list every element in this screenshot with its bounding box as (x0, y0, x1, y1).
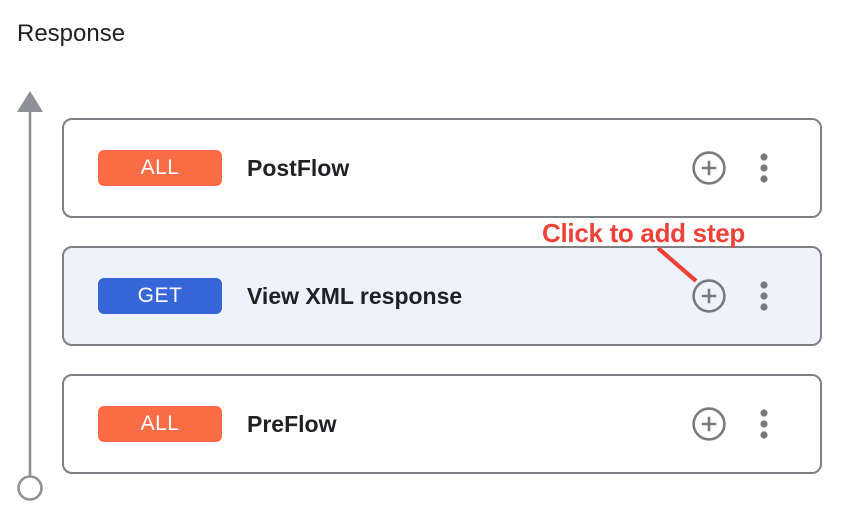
flow-card-view-xml-response[interactable]: GET View XML response (62, 246, 822, 346)
plus-circle-icon (692, 151, 726, 185)
more-options-button[interactable] (760, 281, 768, 311)
flow-name: PreFlow (247, 410, 337, 437)
add-step-button[interactable] (691, 150, 727, 186)
page-title: Response (17, 20, 126, 47)
flow-direction-up-arrow-icon (17, 91, 43, 501)
kebab-menu-icon (760, 153, 768, 183)
card-actions (691, 150, 768, 186)
add-step-button[interactable] (691, 278, 727, 314)
method-badge: GET (98, 278, 222, 314)
card-actions (691, 278, 768, 314)
plus-circle-icon (692, 407, 726, 441)
annotation-click-to-add-step: Click to add step (542, 218, 745, 248)
method-badge: ALL (98, 150, 222, 186)
more-options-button[interactable] (760, 409, 768, 439)
response-flow-list: ALL PostFlow GET View XML response (62, 118, 822, 502)
flow-card-postflow[interactable]: ALL PostFlow (62, 118, 822, 218)
card-actions (691, 406, 768, 442)
method-badge: ALL (98, 406, 222, 442)
circle-terminator-icon (17, 475, 43, 501)
up-arrowhead-icon (17, 91, 43, 112)
plus-circle-icon (692, 279, 726, 313)
flow-name: View XML response (247, 282, 463, 309)
kebab-menu-icon (760, 281, 768, 311)
add-step-button[interactable] (691, 406, 727, 442)
flow-card-preflow[interactable]: ALL PreFlow (62, 374, 822, 474)
more-options-button[interactable] (760, 153, 768, 183)
kebab-menu-icon (760, 409, 768, 439)
flow-name: PostFlow (247, 154, 350, 181)
